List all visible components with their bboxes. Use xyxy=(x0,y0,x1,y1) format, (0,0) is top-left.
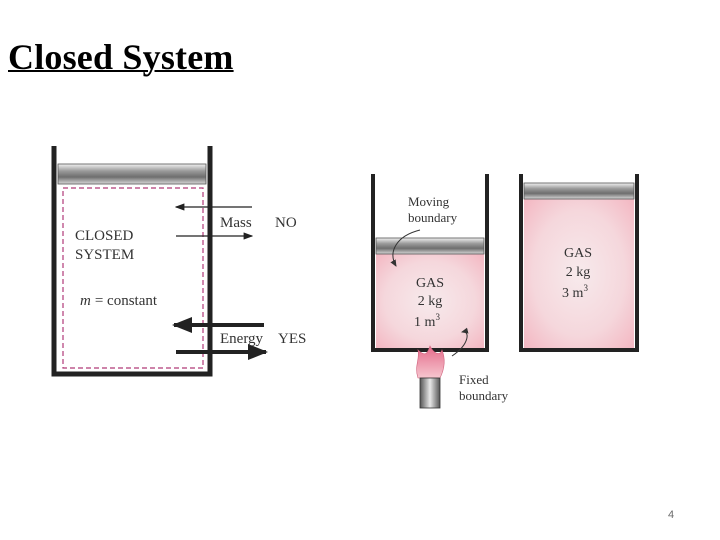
flame-icon xyxy=(416,345,445,379)
slide-title: Closed System xyxy=(8,37,234,77)
piston xyxy=(375,237,485,255)
gas-volume: 3 m3 xyxy=(562,283,588,301)
cylinder-wall xyxy=(519,174,639,352)
page-number: 4 xyxy=(668,509,675,521)
gas-volume: 1 m3 xyxy=(414,312,440,330)
container-wall xyxy=(51,146,213,377)
mass-constant-label: m= constant xyxy=(80,293,158,309)
mass-arrows: Mass NO xyxy=(174,203,297,240)
system-label: SYSTEM xyxy=(75,247,134,263)
gas-label: GAS xyxy=(416,276,444,291)
cylinder-initial: GAS 2 kg 1 m3 xyxy=(371,174,489,352)
mass-expression: = constant xyxy=(95,293,158,309)
moving-boundary-label-1: Moving xyxy=(408,194,450,209)
cylinder-expanded: GAS 2 kg 3 m3 xyxy=(519,174,639,352)
fixed-boundary-label-2: boundary xyxy=(459,388,509,403)
burner-tube xyxy=(419,377,441,409)
fixed-boundary-arrow xyxy=(451,327,469,357)
fixed-boundary-label-1: Fixed xyxy=(459,372,489,387)
closed-system-container: CLOSED SYSTEM m= constant xyxy=(51,146,213,377)
gas-label: GAS xyxy=(564,246,592,261)
gas-mass: 2 kg xyxy=(566,265,591,280)
energy-answer: YES xyxy=(278,331,306,347)
energy-arrows: Energy YES xyxy=(172,317,306,360)
fixed-boundary-callout: Fixed boundary xyxy=(451,327,509,403)
mass-answer: NO xyxy=(275,215,297,231)
piston xyxy=(523,182,635,200)
mass-symbol: m xyxy=(80,293,91,309)
moving-boundary-callout: Moving boundary xyxy=(390,194,458,267)
closed-label: CLOSED xyxy=(75,228,134,244)
piston xyxy=(57,163,207,185)
gas-region xyxy=(524,199,634,348)
gas-mass: 2 kg xyxy=(418,294,443,309)
moving-boundary-arrow xyxy=(390,229,421,267)
system-boundary xyxy=(62,187,204,369)
moving-boundary-label-2: boundary xyxy=(408,210,458,225)
energy-label: Energy xyxy=(220,331,264,347)
mass-label: Mass xyxy=(220,215,252,231)
burner xyxy=(416,345,445,409)
